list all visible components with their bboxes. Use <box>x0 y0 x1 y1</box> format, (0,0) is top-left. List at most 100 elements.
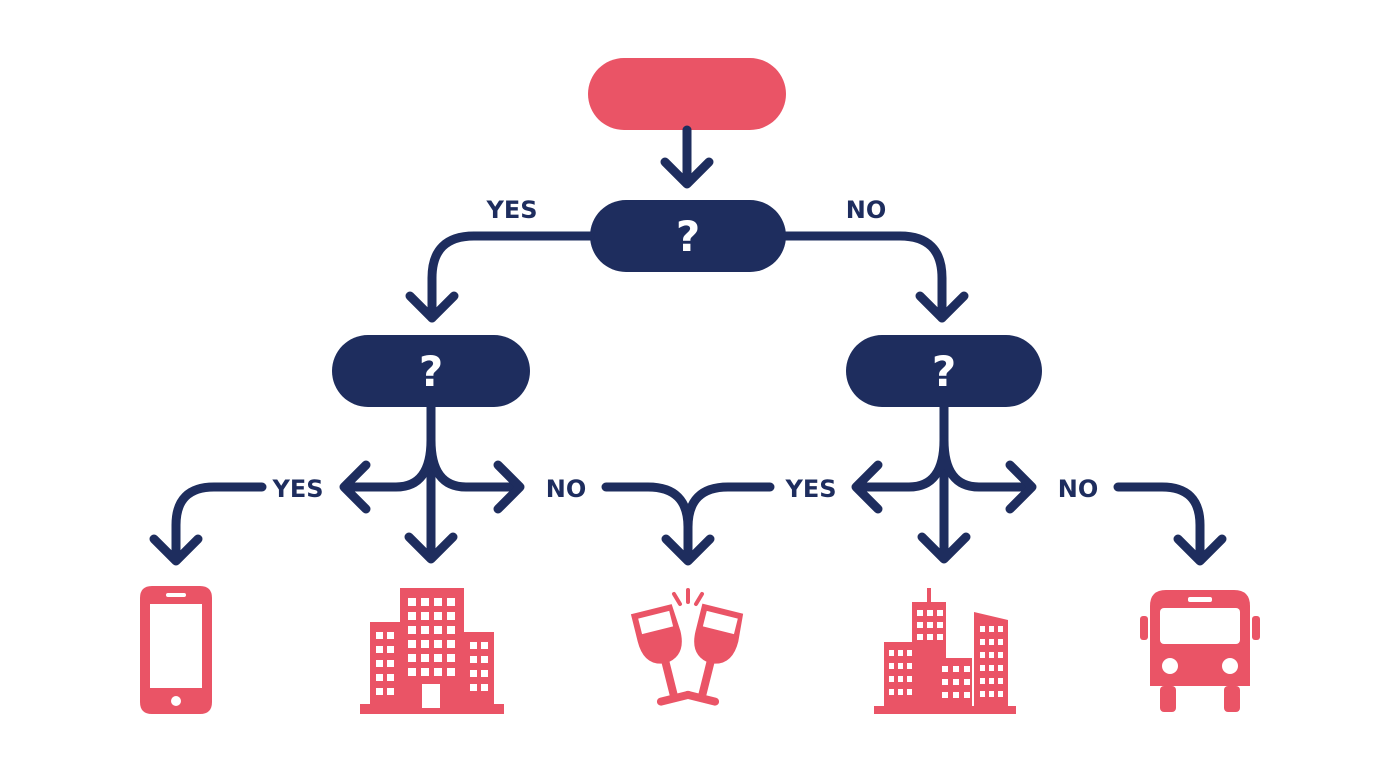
edge-label-right-yes: YES <box>784 475 836 503</box>
building-window <box>889 689 894 695</box>
building-window <box>942 666 948 672</box>
right-decision-node <box>846 335 1042 407</box>
edge-left-split-left-arrowhead <box>339 460 371 514</box>
building-window <box>942 692 948 698</box>
building-window <box>447 640 455 648</box>
building-window <box>408 668 416 676</box>
edge-left-trunk-arrowhead <box>404 532 458 564</box>
edge-right-split <box>853 435 1035 492</box>
building-window <box>447 668 455 676</box>
building-window <box>989 691 994 697</box>
edge-root-no-arrowhead <box>915 291 969 323</box>
building-window <box>937 610 943 616</box>
building-window <box>998 665 1003 671</box>
building-window <box>434 612 442 620</box>
building-window <box>998 626 1003 632</box>
building-window <box>470 642 477 649</box>
building-window <box>937 634 943 640</box>
building-window <box>998 678 1003 684</box>
root-decision-label: ? <box>676 212 700 261</box>
building-window <box>907 689 912 695</box>
building-window <box>989 665 994 671</box>
building-window <box>421 640 429 648</box>
building-window <box>907 676 912 682</box>
building-window <box>376 660 383 667</box>
edge-right-trunk-arrowhead <box>917 532 971 564</box>
building-window <box>447 654 455 662</box>
bus-icon <box>1140 590 1260 712</box>
edge-right-split-left-arrowhead <box>851 460 883 514</box>
edge-left-split <box>341 435 523 492</box>
smartphone-icon <box>140 586 212 714</box>
building-window <box>907 650 912 656</box>
building-window <box>470 670 477 677</box>
building-window <box>998 691 1003 697</box>
building-window <box>964 692 970 698</box>
building-window <box>989 678 994 684</box>
building-window <box>470 684 477 691</box>
edge-root-yes-arrowhead <box>405 291 459 323</box>
edge-left-split-right-arrowhead <box>493 460 525 514</box>
building-window <box>421 654 429 662</box>
building-window <box>408 640 416 648</box>
building-window <box>376 646 383 653</box>
edge-label-left-yes: YES <box>271 475 323 503</box>
building-window <box>434 668 442 676</box>
building-window <box>481 684 488 691</box>
building-window <box>964 679 970 685</box>
edge-right-split-right-arrowhead <box>1005 460 1037 514</box>
building-window <box>927 622 933 628</box>
building-window <box>408 612 416 620</box>
building-window <box>927 610 933 616</box>
edge-start-to-root-arrowhead <box>660 157 714 189</box>
building-window <box>447 598 455 606</box>
building-window <box>889 650 894 656</box>
wine-toast-icon <box>630 588 744 706</box>
building-window <box>421 612 429 620</box>
building-window <box>917 610 923 616</box>
building-window <box>434 626 442 634</box>
building-window <box>917 622 923 628</box>
building-window <box>889 663 894 669</box>
building-window <box>953 692 959 698</box>
building-window <box>989 652 994 658</box>
building-window <box>376 632 383 639</box>
building-window <box>998 639 1003 645</box>
edge-right-no-arrowhead <box>1173 534 1227 566</box>
edge-converge-to-toast <box>601 482 775 565</box>
building-window <box>942 679 948 685</box>
building-window <box>447 626 455 634</box>
building-window <box>387 674 394 681</box>
edge-right-no <box>1113 482 1205 565</box>
building-window <box>421 598 429 606</box>
building-window <box>889 676 894 682</box>
building-window <box>980 626 985 632</box>
building-window <box>387 688 394 695</box>
edge-label-root-no: NO <box>846 196 887 224</box>
building-window <box>447 612 455 620</box>
edge-left-yes-arrowhead <box>149 534 203 566</box>
building-window <box>980 639 985 645</box>
building-window <box>434 598 442 606</box>
building-window <box>953 679 959 685</box>
building-window <box>481 642 488 649</box>
building-window <box>387 660 394 667</box>
building-window <box>917 634 923 640</box>
building-window <box>421 626 429 634</box>
building-window <box>980 652 985 658</box>
building-window <box>387 646 394 653</box>
left-decision-label: ? <box>419 347 443 396</box>
building-window <box>980 665 985 671</box>
building-window <box>434 640 442 648</box>
building-window <box>937 622 943 628</box>
edge-left-yes <box>171 482 267 565</box>
building-window <box>898 689 903 695</box>
building-window <box>989 639 994 645</box>
building-window <box>980 691 985 697</box>
building-window <box>421 668 429 676</box>
building-window <box>898 663 903 669</box>
building-window <box>387 632 394 639</box>
start-node <box>588 58 786 130</box>
building-window <box>927 634 933 640</box>
edge-label-root-yes: YES <box>485 196 537 224</box>
